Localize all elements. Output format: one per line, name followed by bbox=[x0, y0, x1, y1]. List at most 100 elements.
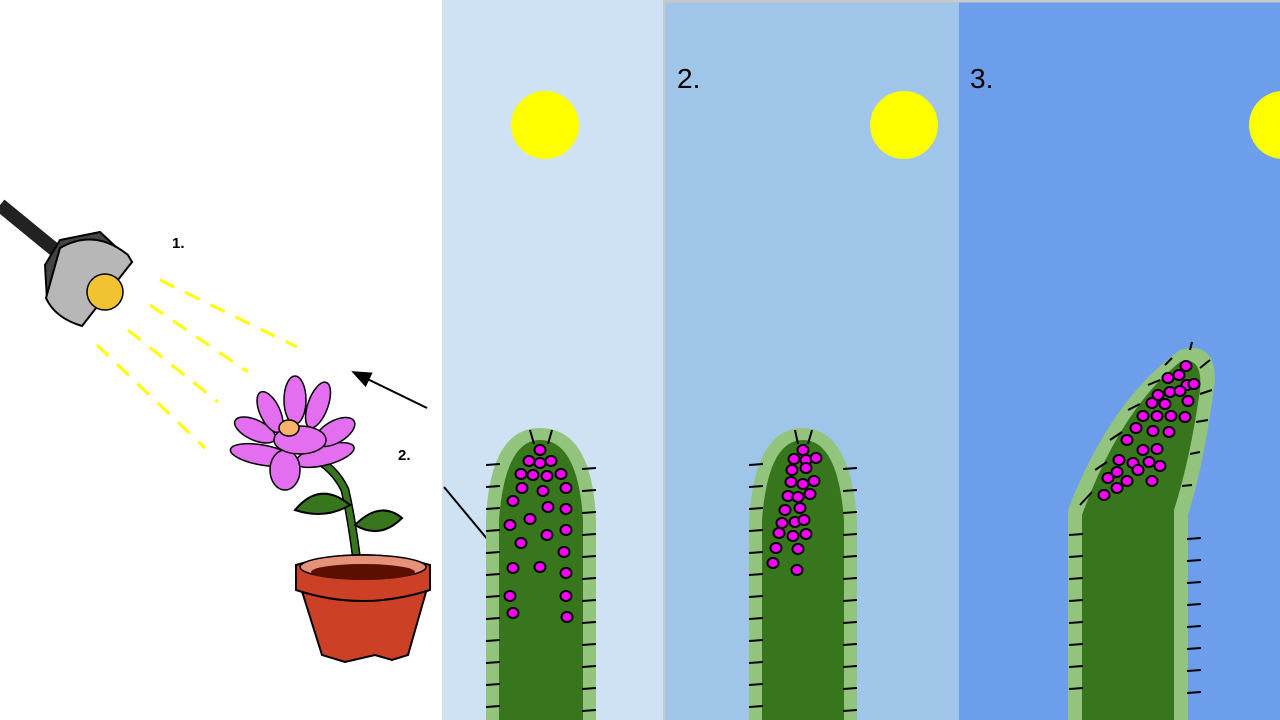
auxin-dot bbox=[557, 546, 571, 558]
auxin-dot bbox=[1151, 389, 1165, 401]
epidermis-tick bbox=[794, 429, 799, 445]
epidermis-tick bbox=[485, 661, 501, 664]
auxin-dot bbox=[540, 470, 554, 482]
epidermis-tick bbox=[581, 599, 597, 602]
epidermis-tick bbox=[485, 507, 501, 510]
auxin-dot bbox=[796, 444, 810, 456]
epidermis-tick bbox=[748, 595, 764, 598]
auxin-dot bbox=[1161, 372, 1175, 384]
auxin-dot bbox=[559, 482, 573, 494]
epidermis-tick bbox=[485, 529, 501, 532]
epidermis-tick bbox=[581, 467, 597, 470]
epidermis-tick bbox=[581, 489, 597, 492]
flower-pot-icon bbox=[229, 375, 431, 664]
auxin-dot bbox=[1173, 385, 1187, 397]
auxin-dot bbox=[1146, 425, 1160, 437]
sun-icon bbox=[1249, 91, 1280, 159]
auxin-dot bbox=[1131, 464, 1145, 476]
auxin-dot bbox=[506, 607, 520, 619]
epidermis-tick bbox=[1186, 559, 1202, 562]
auxin-dot bbox=[787, 453, 801, 465]
auxin-dot bbox=[1129, 422, 1143, 434]
epidermis-tick bbox=[748, 485, 764, 488]
epidermis-tick bbox=[485, 485, 501, 488]
epidermis-tick bbox=[581, 511, 597, 514]
epidermis-tick bbox=[748, 705, 764, 708]
epidermis-tick bbox=[1164, 357, 1173, 366]
auxin-dot bbox=[778, 504, 792, 516]
epidermis-tick bbox=[842, 643, 858, 646]
epidermis-tick bbox=[581, 709, 597, 712]
auxin-dot bbox=[1112, 454, 1126, 466]
epidermis-tick bbox=[1186, 647, 1202, 650]
epidermis-tick bbox=[1068, 555, 1084, 558]
auxin-dot bbox=[799, 462, 813, 474]
epidermis-tick bbox=[842, 533, 858, 536]
panel2-label: 2. bbox=[677, 63, 700, 94]
auxin-dot bbox=[785, 464, 799, 476]
epidermis-tick bbox=[1068, 643, 1084, 646]
epidermis-tick bbox=[748, 573, 764, 576]
epidermis-tick bbox=[1109, 431, 1123, 441]
epidermis-tick bbox=[1199, 389, 1213, 395]
auxin-dot bbox=[523, 513, 537, 525]
auxin-dot bbox=[1153, 460, 1167, 472]
auxin-dot bbox=[554, 468, 568, 480]
epidermis-tick bbox=[748, 551, 764, 554]
epidermis-tick bbox=[1189, 341, 1193, 351]
auxin-dot bbox=[1164, 410, 1178, 422]
sun-icon bbox=[870, 91, 938, 159]
epidermis-tick bbox=[581, 621, 597, 624]
auxin-dot bbox=[560, 611, 574, 623]
panel3-label: 3. bbox=[970, 63, 993, 94]
epidermis-tick bbox=[1195, 419, 1209, 423]
epidermis-tick bbox=[581, 687, 597, 690]
epidermis-tick bbox=[748, 661, 764, 664]
epidermis-tick bbox=[1127, 403, 1141, 411]
epidermis-tick bbox=[485, 617, 501, 620]
auxin-dot bbox=[506, 495, 520, 507]
epidermis-tick bbox=[1068, 577, 1084, 580]
auxin-dot bbox=[1110, 482, 1124, 494]
epidermis-tick bbox=[1147, 379, 1161, 386]
auxin-dot bbox=[1187, 378, 1201, 390]
epidermis-tick bbox=[842, 489, 858, 492]
auxin-dot bbox=[540, 529, 554, 541]
epidermis-tick bbox=[1079, 491, 1093, 506]
epidermis-tick bbox=[1186, 603, 1202, 606]
epidermis-tick bbox=[748, 617, 764, 620]
auxin-dot bbox=[791, 491, 805, 503]
epidermis-tick bbox=[581, 555, 597, 558]
auxin-dot bbox=[1178, 411, 1192, 423]
auxin-dot bbox=[784, 476, 798, 488]
epidermis-tick bbox=[581, 643, 597, 646]
epidermis-tick bbox=[748, 683, 764, 686]
epidermis-tick bbox=[842, 665, 858, 668]
epidermis-tick bbox=[485, 705, 501, 708]
auxin-dot bbox=[1158, 398, 1172, 410]
auxin-dot bbox=[775, 517, 789, 529]
epidermis-tick bbox=[485, 463, 501, 466]
epidermis-tick bbox=[842, 511, 858, 514]
epidermis-tick bbox=[1068, 621, 1084, 624]
auxin-dot bbox=[791, 543, 805, 555]
epidermis-tick bbox=[485, 551, 501, 554]
epidermis-tick bbox=[581, 577, 597, 580]
epidermis-tick bbox=[485, 683, 501, 686]
epidermis-tick bbox=[842, 687, 858, 690]
auxin-dot bbox=[541, 501, 555, 513]
epidermis-tick bbox=[1068, 533, 1084, 536]
lamp-label: 1. bbox=[172, 235, 185, 252]
epidermis-tick bbox=[485, 639, 501, 642]
epidermis-tick bbox=[1094, 461, 1108, 471]
auxin-dot bbox=[514, 468, 528, 480]
epidermis-tick bbox=[842, 555, 858, 558]
epidermis-tick bbox=[529, 429, 535, 445]
auxin-dot bbox=[1172, 369, 1186, 381]
epidermis-tick bbox=[1189, 451, 1201, 455]
auxin-dot bbox=[786, 530, 800, 542]
auxin-dot bbox=[1145, 397, 1159, 409]
auxin-dot bbox=[1150, 443, 1164, 455]
auxin-dot bbox=[769, 542, 783, 554]
